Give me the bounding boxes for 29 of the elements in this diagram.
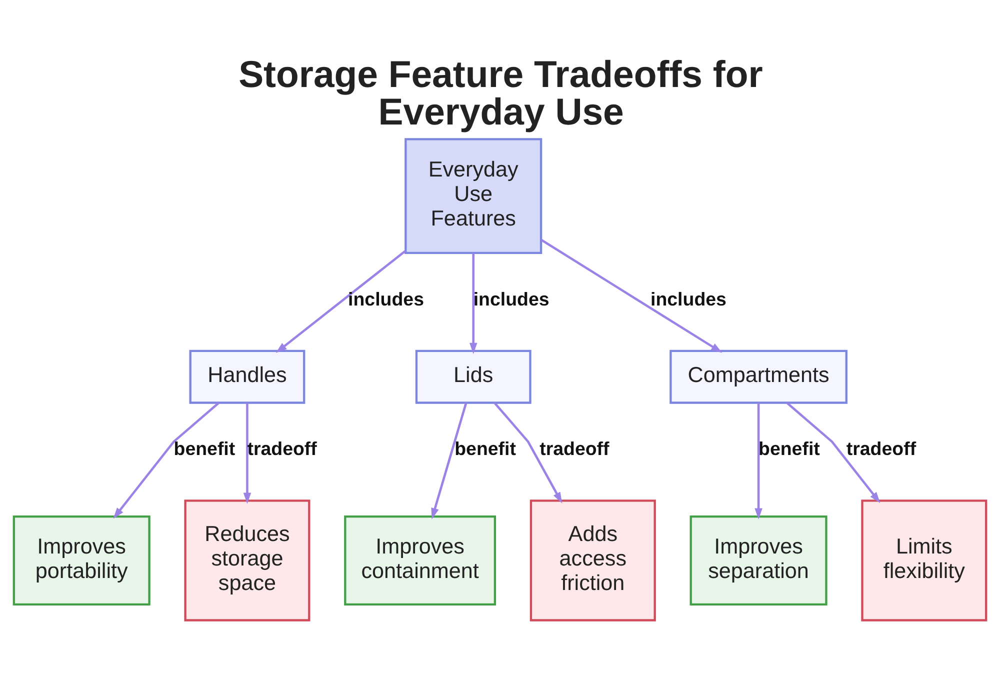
edge-label: tradeoff <box>247 438 317 460</box>
node-box: Reduces storage space <box>184 500 310 622</box>
node-box: Handles <box>189 350 306 404</box>
arrow <box>469 253 478 354</box>
edge-label: includes <box>348 288 424 310</box>
node-box: Compartments <box>670 350 848 404</box>
edge-label: includes <box>650 288 726 310</box>
arrow <box>113 402 220 519</box>
arrow <box>540 238 722 353</box>
node-box: Limits flexibility <box>861 500 988 622</box>
edge-label: includes <box>473 288 550 310</box>
node-box: Adds access friction <box>530 500 656 622</box>
arrow <box>431 402 468 520</box>
arrow <box>754 403 762 520</box>
arrow <box>276 250 406 353</box>
arrow <box>786 402 880 504</box>
edge-label: benefit <box>758 438 820 460</box>
node-box: Everyday Use Features <box>404 138 542 254</box>
node-box: Lids <box>415 350 532 404</box>
edge-label: tradeoff <box>846 438 916 460</box>
arrow <box>243 403 252 504</box>
arrow <box>494 402 562 504</box>
diagram-title: Storage Feature Tradeoffs for Everyday Use <box>238 53 763 132</box>
node-box: Improves containment <box>344 515 496 606</box>
edge-label: benefit <box>174 438 236 460</box>
edge-label: benefit <box>454 438 516 460</box>
edge-label: tradeoff <box>540 438 610 460</box>
node-box: Improves portability <box>12 515 150 606</box>
node-box: Improves separation <box>690 515 828 606</box>
